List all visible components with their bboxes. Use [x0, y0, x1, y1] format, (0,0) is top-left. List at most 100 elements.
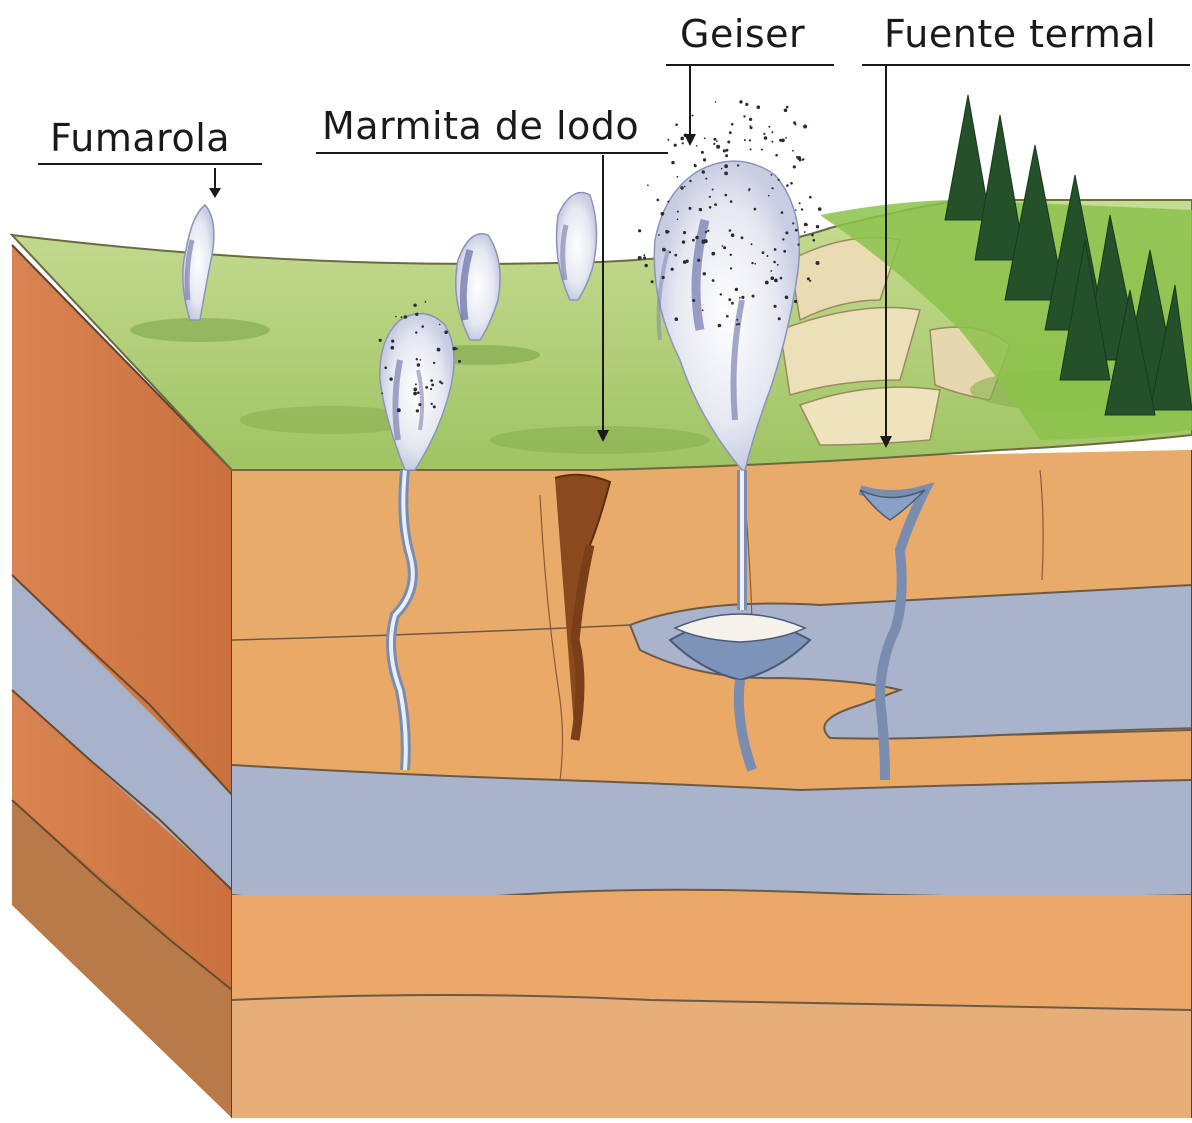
spray-droplet [765, 281, 769, 285]
spray-droplet [771, 174, 773, 176]
spray-droplet [749, 139, 751, 141]
spray-droplet [780, 277, 783, 280]
spray-droplet [417, 363, 420, 366]
spray-droplet [638, 229, 641, 232]
spray-droplet [730, 254, 732, 256]
spray-droplet [771, 276, 775, 280]
spray-droplet [431, 384, 434, 387]
spray-droplet [421, 325, 424, 328]
spray-droplet [716, 145, 720, 149]
spray-droplet [793, 121, 796, 124]
spray-droplet [709, 206, 712, 209]
spray-droplet [391, 340, 394, 343]
spray-droplet [735, 288, 738, 291]
spray-droplet [439, 324, 441, 326]
spray-droplet [683, 260, 687, 264]
underline-marmita [316, 152, 668, 154]
spray-droplet [674, 144, 677, 147]
label-marmita: Marmita de lodo [322, 104, 639, 148]
spray-droplet [783, 250, 786, 253]
label-geiser: Geiser [680, 12, 805, 56]
spray-droplet [725, 194, 728, 197]
spray-droplet [645, 264, 648, 267]
spray-droplet [433, 405, 436, 408]
spray-droplet [667, 201, 669, 203]
spray-droplet [416, 358, 418, 360]
spray-droplet [721, 168, 723, 170]
spray-droplet [680, 186, 683, 189]
spray-droplet [389, 377, 392, 380]
spray-droplet [736, 324, 738, 326]
spray-droplet [712, 279, 715, 282]
spray-droplet [801, 208, 803, 210]
spray-droplet [811, 234, 814, 237]
spray-droplet [709, 196, 711, 198]
spray-droplet [773, 261, 776, 264]
spray-droplet [420, 359, 422, 361]
spray-droplet [766, 255, 768, 257]
spray-droplet [774, 305, 777, 308]
spray-droplet [381, 392, 383, 394]
spray-droplet [727, 141, 730, 144]
spray-droplet [777, 264, 779, 266]
spray-droplet [730, 267, 732, 269]
spray-droplet [739, 297, 741, 299]
fumarola-arrow-icon [209, 188, 221, 198]
spray-droplet [430, 379, 433, 382]
block-front-face [232, 450, 1192, 1118]
spray-droplet [751, 262, 753, 264]
label-fumarola: Fumarola [50, 116, 230, 160]
spray-droplet [674, 254, 677, 257]
spray-droplet [774, 279, 778, 283]
spray-droplet [703, 272, 706, 275]
spray-droplet [781, 139, 785, 143]
spray-droplet [395, 316, 397, 318]
spray-droplet [738, 323, 740, 325]
spray-droplet [682, 142, 684, 144]
spray-droplet [716, 140, 718, 142]
spray-droplet [680, 137, 684, 141]
spray-droplet [743, 115, 745, 117]
spray-droplet [413, 304, 416, 307]
spray-droplet [638, 256, 642, 260]
spray-droplet [669, 251, 671, 253]
spray-droplet [730, 200, 733, 203]
spray-droplet [458, 360, 461, 363]
spray-droplet [728, 298, 731, 301]
spray-droplet [785, 296, 789, 300]
spray-droplet [694, 164, 697, 167]
spray-droplet [748, 188, 750, 190]
spray-droplet [425, 386, 428, 389]
spray-droplet [751, 243, 753, 245]
spray-droplet [683, 231, 686, 234]
spray-droplet [413, 392, 417, 396]
spray-droplet [764, 136, 768, 140]
spray-droplet [643, 256, 646, 259]
spray-droplet [807, 277, 810, 280]
spray-droplet [778, 317, 781, 320]
spray-droplet [697, 259, 700, 262]
spray-droplet [804, 231, 806, 233]
spray-droplet [723, 246, 726, 249]
label-fuente: Fuente termal [884, 12, 1156, 56]
spray-droplet [692, 299, 695, 302]
spray-droplet [379, 339, 382, 342]
spray-droplet [702, 170, 705, 173]
spray-droplet [404, 315, 408, 319]
underline-fumarola [38, 163, 262, 165]
spray-droplet [771, 131, 773, 133]
spray-droplet [718, 324, 722, 328]
spray-droplet [729, 229, 732, 232]
spray-droplet [795, 209, 797, 211]
spray-droplet [703, 158, 706, 161]
underline-fuente [862, 64, 1190, 66]
spray-droplet [752, 295, 755, 298]
spray-droplet [692, 239, 695, 242]
spray-droplet [677, 176, 679, 178]
spray-droplet [809, 196, 812, 199]
spray-droplet [671, 161, 674, 164]
spray-droplet [768, 126, 770, 128]
spray-droplet [704, 137, 706, 139]
spray-droplet [816, 225, 819, 228]
spray-droplet [689, 180, 691, 182]
